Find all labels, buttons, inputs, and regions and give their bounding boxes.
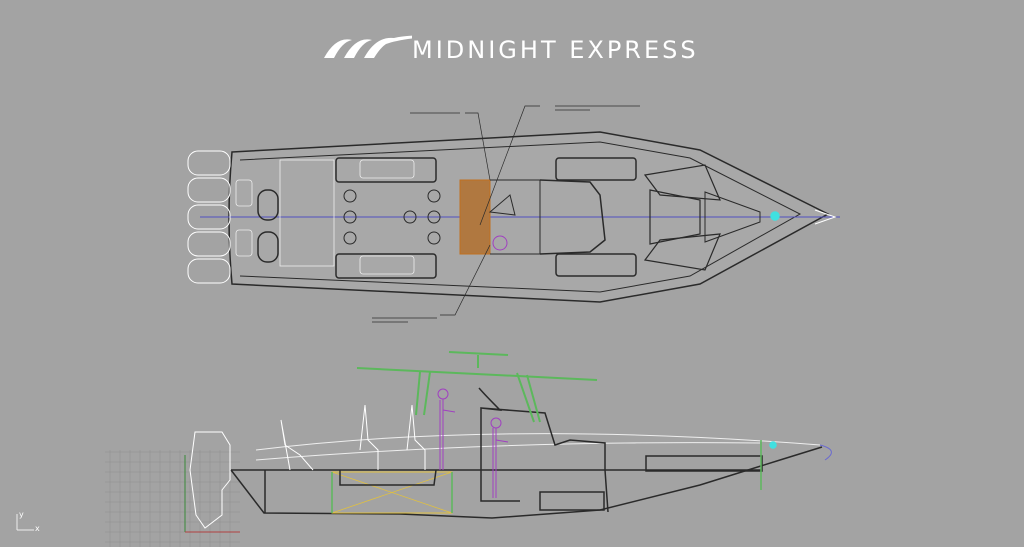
t-top [356, 351, 598, 423]
human-figures [437, 388, 509, 498]
seats [280, 404, 426, 471]
rod-holders [343, 189, 441, 245]
bow-light [769, 441, 777, 449]
bow-outline [819, 444, 832, 461]
outboard-engines [187, 150, 231, 284]
brand-name: MIDNIGHT EXPRESS [412, 36, 699, 64]
reference-grid [105, 450, 240, 547]
outboard-engine [189, 431, 231, 529]
console [478, 387, 606, 502]
hull-profile [230, 446, 823, 519]
bow-light [770, 211, 780, 221]
axis-y-label: y [19, 510, 24, 519]
axis-x-label: x [35, 524, 40, 533]
leaning-post [459, 179, 491, 255]
profile-view [105, 351, 832, 547]
plan-view [187, 105, 840, 323]
axis-gizmo [16, 514, 34, 531]
brand-swoosh-icon [324, 35, 412, 58]
brand-logo: MIDNIGHT EXPRESS [322, 30, 702, 70]
